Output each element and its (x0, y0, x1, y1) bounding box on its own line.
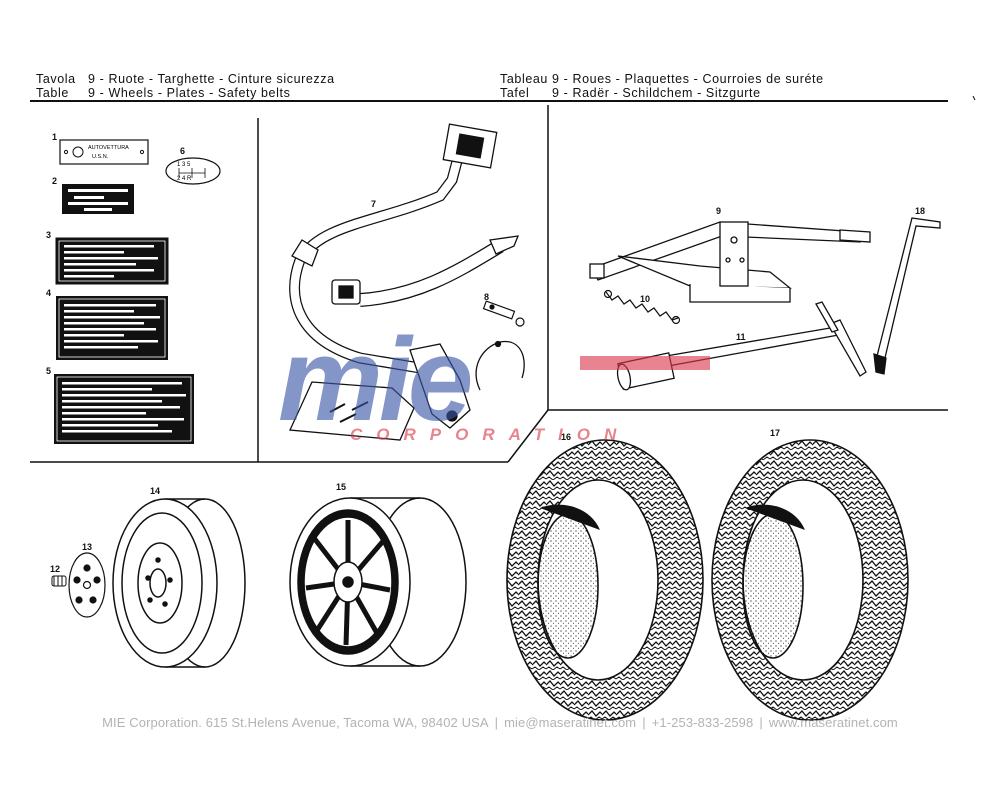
belt-fixing (482, 300, 525, 327)
footer: MIE Corporation. 615 St.Helens Avenue, T… (0, 715, 1000, 730)
part-number: 3 (46, 230, 51, 240)
part-numbers: 1 2 3 4 5 6 7 8 9 10 11 12 13 14 15 16 1… (46, 132, 925, 574)
footer-company: MIE Corporation. 615 St.Helens Avenue, T… (102, 715, 489, 730)
plate-2 (62, 184, 134, 214)
mie-watermark: mie CORPORATION (278, 314, 710, 446)
part-number: 1 (52, 132, 57, 142)
plate-1: AUTOVETTURA U.S.N. (59, 139, 149, 165)
wheel-brace (616, 301, 867, 391)
part-number: 8 (484, 292, 489, 302)
header-right: Tableau 9 - Roues - Plaquettes - Courroie… (500, 72, 824, 100)
jack (589, 221, 871, 303)
header-de-text: 9 - Radër - Schildchem - Sitzgurte (552, 86, 761, 100)
part-number: 10 (640, 294, 650, 304)
jack-handle (873, 217, 941, 375)
wheel-nut (51, 575, 67, 587)
part-number: 13 (82, 542, 92, 552)
edge-mark (972, 95, 976, 101)
part-number: 9 (716, 206, 721, 216)
header-rule (30, 100, 948, 102)
gear-pattern-plate: 1 3 5 2 4 R (165, 157, 221, 185)
plate-3 (55, 237, 169, 285)
header-it: Tavola 9 - Ruote - Targhette - Cinture si… (36, 72, 335, 86)
part-number: 18 (915, 206, 925, 216)
part-number: 17 (770, 428, 780, 438)
plate-4 (56, 296, 168, 360)
part-number: 7 (371, 199, 376, 209)
header-en: Table 9 - Wheels - Plates - Safety belts (36, 86, 335, 100)
header-en-text: 9 - Wheels - Plates - Safety belts (88, 86, 291, 100)
plate-5 (54, 374, 194, 444)
header-left: Tavola 9 - Ruote - Targhette - Cinture si… (36, 72, 335, 100)
header-de: Tafel 9 - Radër - Schildchem - Sitzgurte (500, 86, 824, 100)
footer-separator: | (759, 715, 763, 730)
gear-pattern-top: 1 3 5 (177, 162, 191, 168)
header-fr-label: Tableau (500, 72, 548, 86)
watermark-subtitle: CORPORATION (350, 425, 630, 444)
plate-1-line1: AUTOVETTURA (88, 145, 129, 151)
alloy-wheel (289, 497, 467, 667)
hub-cap (68, 552, 106, 618)
gear-pattern-bottom: 2 4 R (177, 176, 192, 182)
part-number: 2 (52, 176, 57, 186)
part-number: 11 (736, 332, 746, 342)
part-number: 15 (336, 482, 346, 492)
part-number: 5 (46, 366, 51, 376)
safety-belt (289, 123, 525, 441)
tyre-17 (711, 439, 909, 721)
panel-dividers (30, 105, 948, 463)
watermark-logo: mie (278, 314, 471, 446)
part-number: 6 (180, 146, 185, 156)
part-number: 4 (46, 288, 51, 298)
header-fr: Tableau 9 - Roues - Plaquettes - Courroie… (500, 72, 824, 86)
footer-phone: +1-253-833-2598 (651, 715, 754, 730)
part-number: 14 (150, 486, 160, 496)
footer-separator: | (494, 715, 499, 730)
part-number: 12 (50, 564, 60, 574)
trident-logo-icon (72, 146, 84, 158)
header-it-label: Tavola (36, 72, 76, 86)
steel-wheel (112, 498, 246, 668)
footer-separator: | (642, 715, 646, 730)
header-en-label: Table (36, 86, 69, 100)
footer-email[interactable]: mie@maseratinet.com (504, 715, 637, 730)
part-number: 16 (561, 432, 571, 442)
header-fr-text: 9 - Roues - Plaquettes - Courroies de su… (552, 72, 824, 86)
footer-website[interactable]: www.maseratinet.com (768, 715, 898, 730)
spring (603, 289, 681, 325)
header-de-label: Tafel (500, 86, 530, 100)
plate-1-line2: U.S.N. (92, 154, 109, 160)
header-it-text: 9 - Ruote - Targhette - Cinture sicurezz… (88, 72, 335, 86)
tyre-16 (506, 439, 704, 721)
watermark-red-bar (580, 356, 710, 370)
